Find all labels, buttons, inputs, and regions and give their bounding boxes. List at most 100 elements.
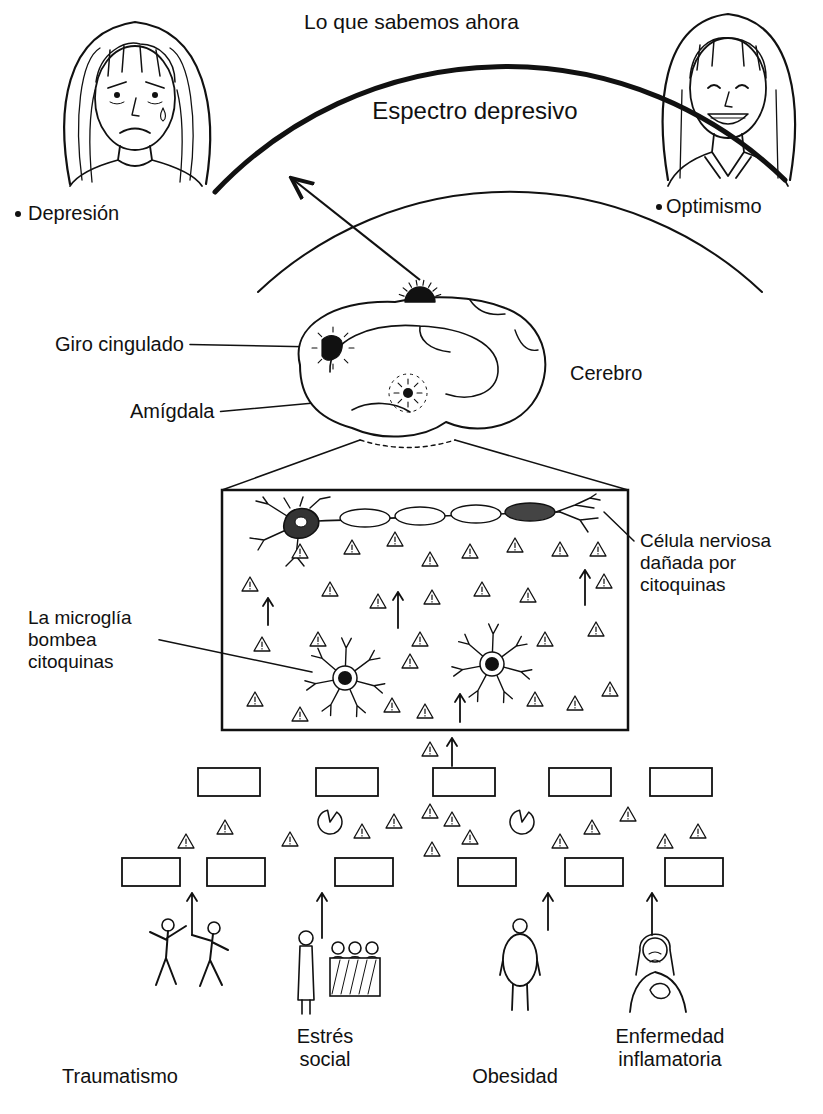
bullet-dot [15,211,21,217]
up-arrow [580,570,590,605]
cytokine-triangle [552,542,568,556]
triangle [217,820,233,834]
exclamation [451,817,452,824]
eyebrows [108,82,164,88]
sad-face [15,22,210,217]
knob-rays [399,280,440,296]
obese-figure [500,919,540,1010]
part-label: Giro cingulado [55,333,184,356]
exclamation [664,839,665,846]
leader-line [159,640,312,672]
triangle [584,820,600,834]
exclamation [591,825,592,832]
triangle [344,540,360,554]
exclamation [377,599,378,606]
head [366,942,378,954]
cytokine-triangle [292,544,308,558]
face-lines [649,952,661,962]
shoulders [630,972,686,1012]
cytokine-triangle [507,538,523,552]
exclamation [627,812,628,819]
triangle [620,807,636,821]
triangle [247,692,263,706]
cytokine-triangle [344,540,360,554]
exclamation [559,547,560,554]
exclamation [514,543,515,550]
eye [114,92,120,98]
vessel-wall [122,768,723,886]
cytokine-triangle [590,542,606,556]
exclamation [424,709,425,716]
up-arrow [187,893,197,935]
cytokine-triangle [474,582,490,596]
cytokine-triangle [386,814,402,828]
cytokine-triangle [282,832,298,846]
myelin-sheath [340,509,390,527]
immune-cell [318,810,342,834]
exclamation [393,819,394,826]
exclamation [351,545,352,552]
up-arrow [447,738,457,766]
face [95,46,175,150]
hair-outline [663,14,795,180]
microglia-body [480,652,504,676]
microglia-cell [452,624,532,703]
exclamation [527,593,528,600]
wall-cell [565,858,623,886]
exclamation [394,537,395,544]
triangle [590,542,606,556]
wall-cell [549,768,611,796]
end-label: Optimismo [666,195,762,218]
cytokine-triangle [537,632,553,646]
triangle [292,544,308,558]
nose [132,98,139,116]
cytokine-triangle [354,824,370,838]
triangle [254,637,270,651]
triangle [354,824,370,838]
fringe [96,43,175,82]
clasped-hands [650,983,670,998]
cytokine-triangle [588,622,604,636]
cytokine-triangle [412,632,428,646]
fight-figures [150,919,228,986]
callout-label: Célula nerviosa dañada por citoquinas [640,530,805,596]
triangle [537,632,553,646]
nose [725,92,732,107]
cytokine-triangle [657,834,673,848]
face [690,38,766,138]
shoulders [70,146,202,186]
exclamation [429,747,430,754]
cytokine-triangle [242,577,258,591]
triangle [552,542,568,556]
wall-cell [122,858,180,886]
triangle [322,582,338,596]
triangle [602,682,618,696]
triangle [386,814,402,828]
outline-group [215,67,785,192]
triangle [292,707,308,721]
exclamation [361,829,362,836]
part-label: Amígdala [130,400,215,423]
triangle [462,544,478,558]
cytokine-triangle [422,552,438,566]
hair-outline [64,22,210,184]
microglia-nucleus [485,657,499,671]
body [503,934,537,986]
table-hatching [332,960,376,994]
exclamation [391,703,392,710]
triangle [657,834,673,848]
microglia-nucleus [338,671,352,685]
exclamation [261,642,262,649]
cytokine-triangle [444,812,460,826]
exclamation [299,712,300,719]
cytokine-triangle [417,704,433,718]
cytokine-triangle [520,588,536,602]
triangle [507,538,523,552]
bullet-dot [656,204,662,210]
exclamation [329,587,330,594]
cytokine-triangle [596,574,612,588]
cytokine-triangle [178,834,194,848]
tear [161,108,166,121]
zoom-curve [360,440,455,448]
